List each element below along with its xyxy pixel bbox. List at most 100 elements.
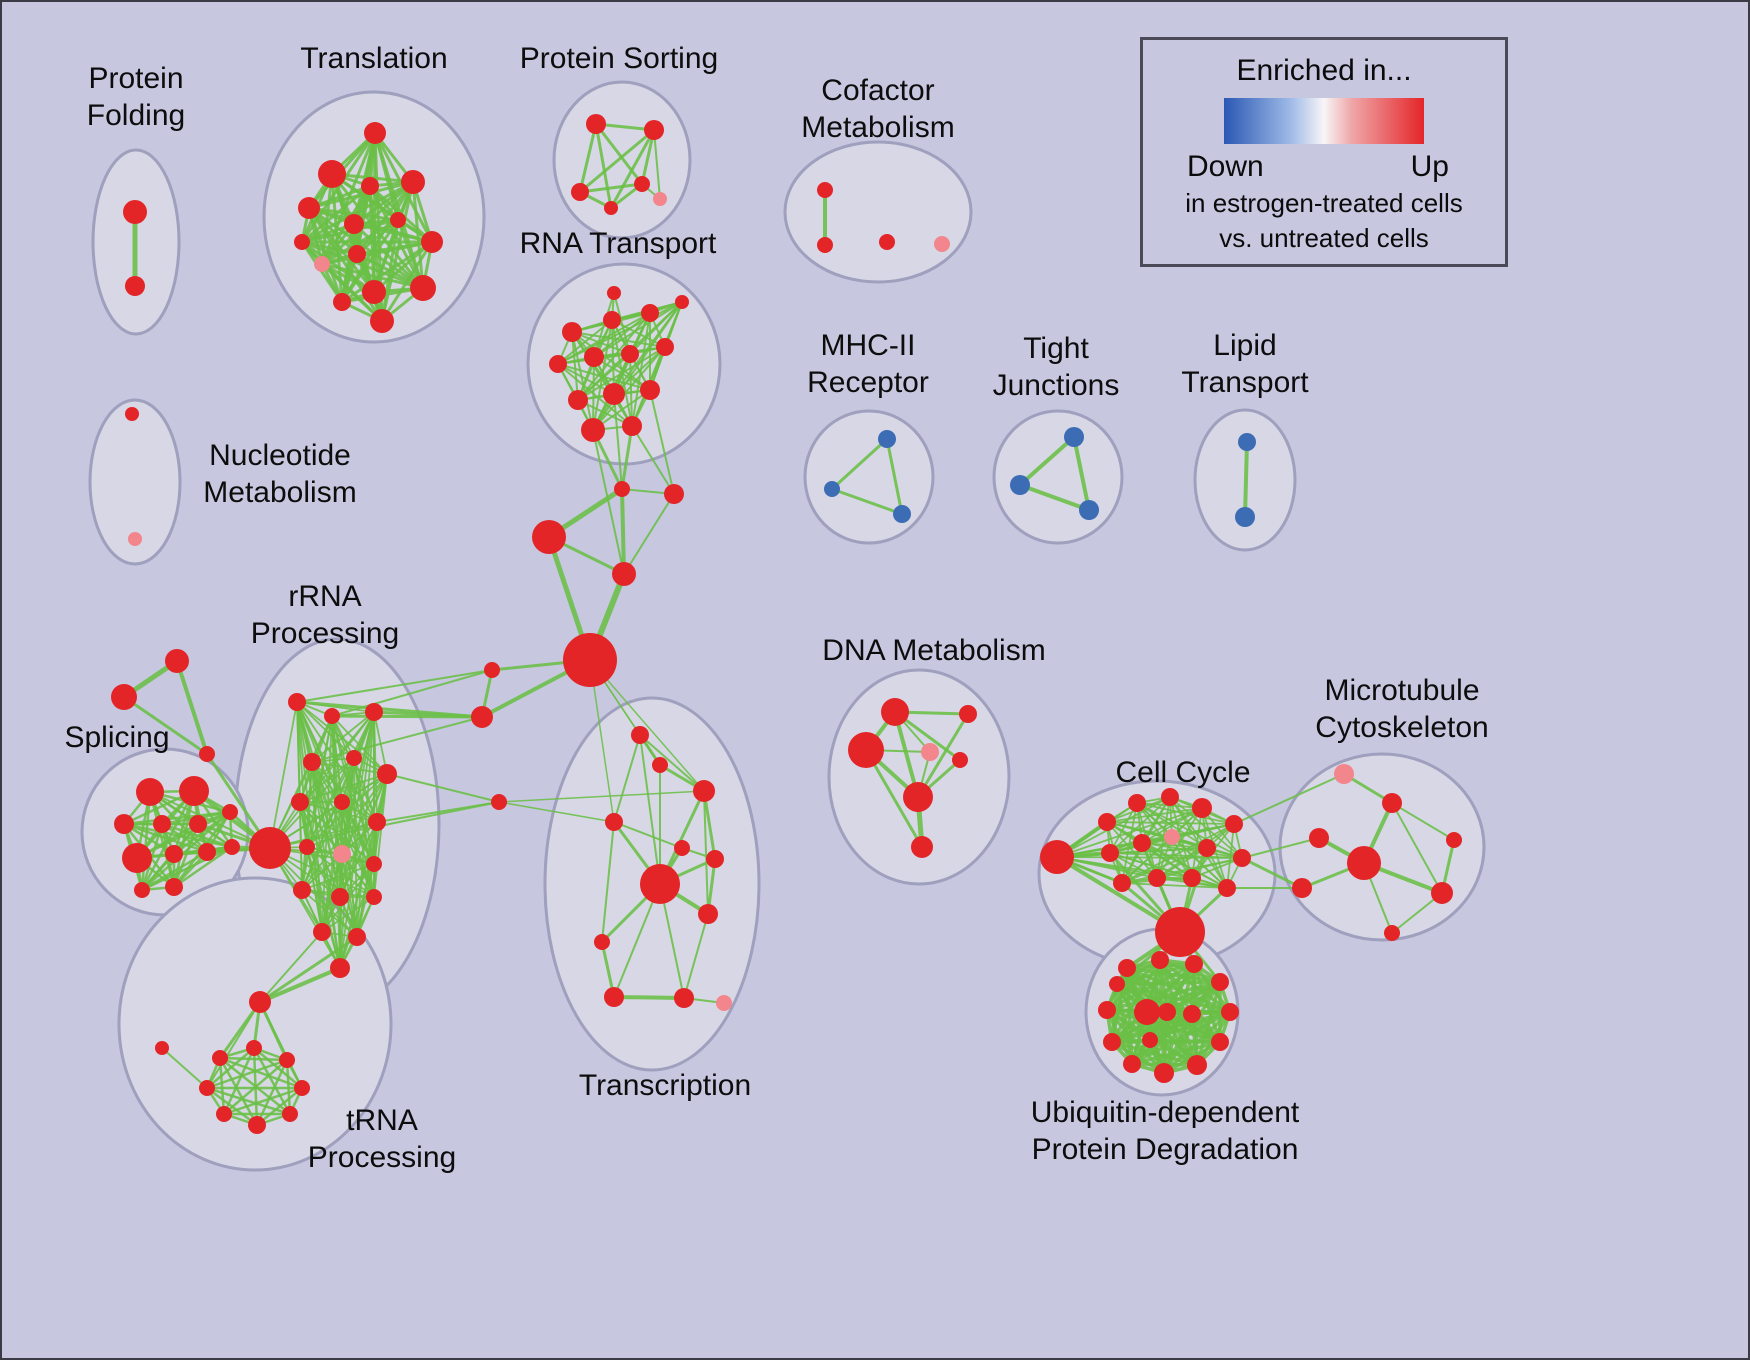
network-node	[641, 304, 659, 322]
cluster-label-lipid-transport: Lipid	[1213, 329, 1276, 362]
network-node	[377, 764, 397, 784]
network-edge	[498, 801, 615, 823]
network-node	[921, 743, 939, 761]
cluster-mhc-ii-receptor	[803, 409, 935, 545]
network-edge	[149, 791, 271, 849]
network-edge	[1241, 837, 1320, 859]
network-node	[348, 928, 366, 946]
network-node	[1151, 951, 1169, 969]
network-node	[1382, 793, 1402, 813]
network-edge	[205, 1058, 289, 1090]
network-node	[586, 114, 606, 134]
network-node	[1198, 839, 1216, 857]
network-node	[571, 183, 589, 201]
legend-title: Enriched in...	[1236, 54, 1412, 87]
network-node	[294, 1080, 310, 1096]
network-node	[1218, 879, 1236, 897]
network-edge	[1110, 1012, 1194, 1044]
network-node	[532, 520, 566, 554]
network-edge	[916, 712, 970, 799]
network-edge	[589, 659, 705, 792]
network-edge	[135, 810, 232, 860]
network-node	[153, 815, 171, 833]
network-edge	[557, 301, 683, 365]
network-edge	[301, 863, 375, 891]
network-node	[366, 889, 382, 905]
network-node	[878, 430, 896, 448]
network-edge	[864, 748, 924, 849]
network-edge	[300, 240, 384, 323]
network-node	[1183, 869, 1201, 887]
network-node	[165, 878, 183, 896]
network-node	[693, 780, 715, 802]
network-node	[934, 236, 950, 252]
network-node	[303, 753, 321, 771]
network-edge	[307, 206, 344, 304]
network-node	[1154, 1063, 1174, 1083]
cluster-trna-processing	[117, 876, 393, 1172]
cluster-label-rrna-processing: rRNA	[288, 580, 361, 613]
network-edge	[161, 1047, 208, 1089]
network-edge	[1233, 773, 1345, 825]
network-node	[1233, 849, 1251, 867]
network-edge	[1018, 435, 1076, 487]
network-edge	[1391, 802, 1455, 841]
network-edge	[571, 331, 594, 431]
network-node	[656, 338, 674, 356]
network-node	[361, 177, 379, 195]
network-edge	[1121, 823, 1235, 884]
network-node	[179, 776, 209, 806]
network-node	[604, 201, 618, 215]
network-node	[1134, 999, 1160, 1025]
network-edge	[1136, 802, 1235, 825]
network-edge	[592, 346, 666, 431]
network-edge	[631, 425, 675, 495]
network-edge	[259, 931, 323, 1003]
network-edge	[300, 240, 425, 290]
network-node	[893, 505, 911, 523]
network-node	[716, 995, 732, 1011]
network-node	[282, 1106, 298, 1122]
network-node	[1431, 882, 1453, 904]
network-node	[1309, 828, 1329, 848]
network-edge	[1072, 435, 1091, 512]
network-edge	[258, 935, 359, 1004]
network-node	[216, 1106, 232, 1122]
network-node	[212, 1050, 228, 1066]
network-node	[390, 212, 406, 228]
network-node	[1079, 500, 1099, 520]
network-edge	[830, 437, 889, 491]
cluster-label-protein-folding: Folding	[87, 99, 185, 132]
network-edge	[1109, 802, 1138, 854]
network-node	[605, 813, 623, 831]
network-node	[1211, 973, 1229, 991]
network-node	[114, 814, 134, 834]
network-edge	[372, 710, 484, 719]
network-node	[136, 778, 164, 806]
network-node	[224, 839, 240, 855]
network-node	[706, 850, 724, 868]
network-node	[1128, 794, 1146, 812]
network-node	[199, 746, 215, 762]
network-edge	[299, 757, 355, 803]
network-edge	[300, 184, 372, 244]
network-node	[563, 633, 617, 687]
network-edge	[296, 669, 493, 703]
network-node	[165, 649, 189, 673]
network-node	[364, 122, 386, 144]
cluster-label-nucleotide-metabolism: Nucleotide	[209, 439, 351, 472]
network-edge	[593, 312, 651, 358]
network-edge	[592, 356, 595, 431]
network-node	[640, 380, 660, 400]
network-edge	[356, 821, 378, 938]
legend-subtitle-line1: in estrogen-treated cells	[1185, 188, 1463, 218]
network-edge	[205, 1086, 292, 1116]
network-edge	[1121, 882, 1228, 889]
network-node	[293, 881, 311, 899]
network-edge	[601, 821, 615, 943]
network-node	[368, 813, 386, 831]
network-edge	[1391, 802, 1443, 894]
network-node	[1192, 798, 1212, 818]
network-edge	[611, 319, 666, 348]
network-edge	[1158, 958, 1194, 1016]
